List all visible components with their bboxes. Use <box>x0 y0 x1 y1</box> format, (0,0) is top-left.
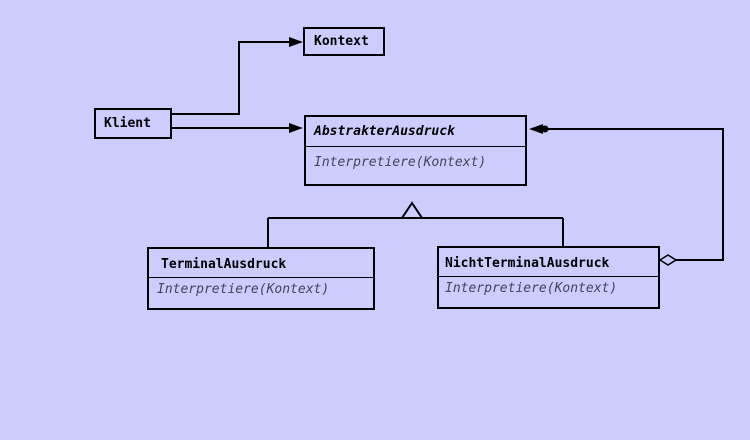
class-abstrakter-ausdruck-name: AbstrakterAusdruck <box>314 124 455 139</box>
aggregation-arrowhead <box>529 124 543 134</box>
arrowhead-abstrakter <box>289 123 303 133</box>
aggregation-line <box>545 128 724 261</box>
class-nichtterminal-ausdruck-name: NichtTerminalAusdruck <box>445 256 610 271</box>
class-klient: Klient <box>94 108 172 139</box>
aggregation-multiplicity-dot <box>541 125 549 133</box>
class-nichtterminal-ausdruck-separator <box>439 276 658 277</box>
class-klient-name: Klient <box>104 116 151 131</box>
inheritance-triangle <box>400 201 424 219</box>
arrowhead-kontext <box>289 37 303 47</box>
class-terminal-ausdruck-separator <box>149 277 373 278</box>
class-kontext-name: Kontext <box>314 34 369 49</box>
class-terminal-ausdruck-operation: Interpretiere(Kontext) <box>157 282 330 297</box>
class-nichtterminal-ausdruck: NichtTerminalAusdruck Interpretiere(Kont… <box>437 246 660 309</box>
class-kontext: Kontext <box>303 27 385 56</box>
class-abstrakter-ausdruck: AbstrakterAusdruck Interpretiere(Kontext… <box>304 115 527 186</box>
aggregation-diamond <box>658 254 678 266</box>
class-abstrakter-ausdruck-operation: Interpretiere(Kontext) <box>314 155 487 170</box>
class-nichtterminal-ausdruck-operation: Interpretiere(Kontext) <box>445 281 618 296</box>
class-abstrakter-ausdruck-separator <box>306 146 525 147</box>
association-klient-kontext <box>172 41 292 115</box>
class-terminal-ausdruck-name: TerminalAusdruck <box>161 257 287 272</box>
class-terminal-ausdruck: TerminalAusdruck Interpretiere(Kontext) <box>147 247 375 310</box>
